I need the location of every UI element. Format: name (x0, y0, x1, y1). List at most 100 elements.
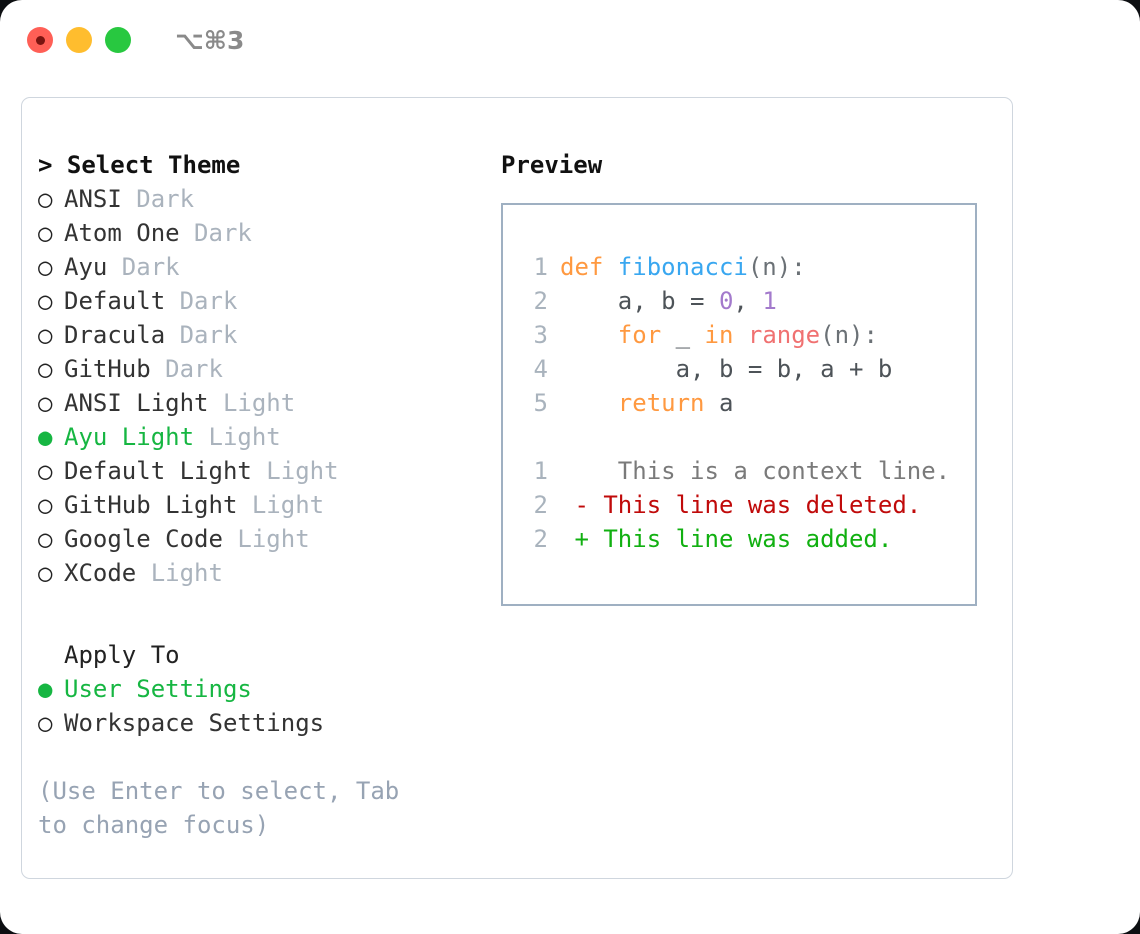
line-number: 5 (533, 389, 548, 417)
theme-list: ○ANSI Dark○Atom One Dark○Ayu Dark○Defaul… (38, 182, 468, 590)
theme-option-ayu[interactable]: ○ Ayu Dark (38, 250, 468, 284)
theme-option-atom-one[interactable]: ○Atom One Dark (38, 216, 468, 250)
code-token (560, 389, 618, 417)
theme-option-label: Dracula (64, 321, 166, 349)
code-token: a, b = b, a + b (560, 355, 893, 383)
code-line: 4 a, b = b, a + b (522, 352, 950, 386)
diff-line-text: - This line was deleted. (560, 491, 922, 519)
code-diff-separator (522, 420, 950, 454)
theme-option-label: Ayu Light (64, 423, 195, 451)
code-token: , (733, 287, 763, 315)
maximize-button-icon[interactable] (105, 27, 131, 53)
radio-unselected-icon: ○ (38, 559, 53, 587)
radio-selected-icon: ● (38, 423, 53, 451)
apply-to-option-label: Workspace Settings (64, 709, 325, 737)
theme-option-ansi[interactable]: ○ANSI Dark (38, 182, 468, 216)
line-number: 4 (533, 355, 548, 383)
code-token (560, 321, 618, 349)
line-number: 2 (533, 525, 548, 553)
line-number: 1 (533, 253, 548, 281)
code-token: def (560, 253, 618, 281)
code-line: 5 return a (522, 386, 950, 420)
radio-unselected-icon: ○ (38, 457, 53, 485)
apply-to-option-user-settings[interactable]: ●User Settings (38, 672, 468, 706)
select-theme-heading: > Select Theme (38, 151, 241, 179)
code-token: (n): (747, 253, 806, 281)
theme-option-label: ANSI (64, 185, 122, 213)
theme-option-variant: Light (222, 525, 310, 553)
theme-option-ansi-light[interactable]: ○ ANSI Light Light (38, 386, 468, 420)
theme-option-label: XCode (64, 559, 137, 587)
theme-option-label: Default (64, 287, 166, 315)
diff-line-add: 2 + This line was added. (522, 522, 950, 556)
apply-to-option-workspace-settings[interactable]: ○ Workspace Settings (38, 706, 468, 740)
minimize-button-icon[interactable] (66, 27, 92, 53)
radio-unselected-icon: ○ (38, 185, 53, 213)
radio-unselected-icon: ○ (38, 253, 53, 281)
line-number: 2 (533, 287, 548, 315)
theme-option-dracula[interactable]: ○Dracula Dark (38, 318, 468, 352)
theme-option-github[interactable]: ○ GitHub Dark (38, 352, 468, 386)
code-token: 0 (718, 287, 734, 315)
diff-line-text: + This line was added. (560, 525, 893, 553)
code-line: 1 def fibonacci(n): (522, 250, 950, 284)
radio-unselected-icon: ○ (38, 709, 53, 737)
theme-option-label: Google Code (64, 525, 223, 553)
radio-unselected-icon: ○ (38, 355, 53, 383)
code-token: range (747, 321, 821, 349)
code-token: 1 (762, 287, 777, 315)
theme-option-label: Ayu (64, 253, 108, 281)
code-token: (n): (820, 321, 878, 349)
theme-option-variant: Light (194, 423, 281, 451)
apply-to-section: Apply To ●User Settings ○ Workspace Settin… (38, 638, 468, 740)
theme-option-variant: Light (136, 559, 223, 587)
radio-unselected-icon: ○ (38, 321, 53, 349)
theme-option-ayu-light[interactable]: ● Ayu Light Light (38, 420, 468, 454)
apply-to-list: ●User Settings ○ Workspace Settings (38, 672, 468, 740)
radio-unselected-icon: ○ (38, 287, 53, 315)
theme-option-variant: Dark (107, 253, 180, 281)
theme-option-default-light[interactable]: ○ Default Light Light (38, 454, 468, 488)
theme-option-label: Atom One (64, 219, 180, 247)
code-line: 2 a, b = 0, 1 (522, 284, 950, 318)
main-panel: > Select Theme ○ANSI Dark○Atom One Dark○… (21, 97, 1013, 879)
code-token: _ (661, 321, 705, 349)
panel-columns: > Select Theme ○ANSI Dark○Atom One Dark○… (22, 98, 1012, 878)
code-token: in (704, 321, 734, 349)
theme-option-label: ANSI Light (64, 389, 209, 417)
theme-option-label: Default Light (64, 457, 252, 485)
preview-heading: Preview (501, 151, 603, 179)
code-token (733, 321, 747, 349)
theme-option-variant: Light (237, 491, 325, 519)
code-line: 3 for _ in range(n): (522, 318, 950, 352)
code-token: a (704, 389, 734, 417)
window-controls (27, 27, 131, 53)
radio-unselected-icon: ○ (38, 219, 53, 247)
theme-option-variant: Dark (150, 355, 223, 383)
code-token: fibonacci (617, 253, 748, 281)
theme-selector-column: > Select Theme ○ANSI Dark○Atom One Dark○… (38, 148, 468, 842)
code-token: a, b = (560, 287, 719, 315)
code-token: return (617, 389, 705, 417)
apply-to-heading: Apply To (64, 641, 180, 669)
radio-unselected-icon: ○ (38, 389, 53, 417)
theme-option-google-code[interactable]: ○ Google Code Light (38, 522, 468, 556)
line-number: 2 (533, 491, 548, 519)
title-bar: ⌥⌘3 (0, 0, 1140, 80)
theme-option-xcode[interactable]: ○ XCode Light (38, 556, 468, 590)
diff-line-ctx: 1 This is a context line. (522, 454, 951, 488)
theme-option-variant: Light (251, 457, 339, 485)
theme-option-default[interactable]: ○Default Dark (38, 284, 468, 318)
line-number: 1 (533, 457, 548, 485)
theme-option-variant: Light (208, 389, 296, 417)
theme-option-label: GitHub (64, 355, 151, 383)
theme-option-github-light[interactable]: ○ GitHub Light Light (38, 488, 468, 522)
close-button-icon[interactable] (27, 27, 53, 53)
radio-unselected-icon: ○ (38, 491, 53, 519)
radio-unselected-icon: ○ (38, 525, 53, 553)
theme-option-label: GitHub Light (64, 491, 238, 519)
